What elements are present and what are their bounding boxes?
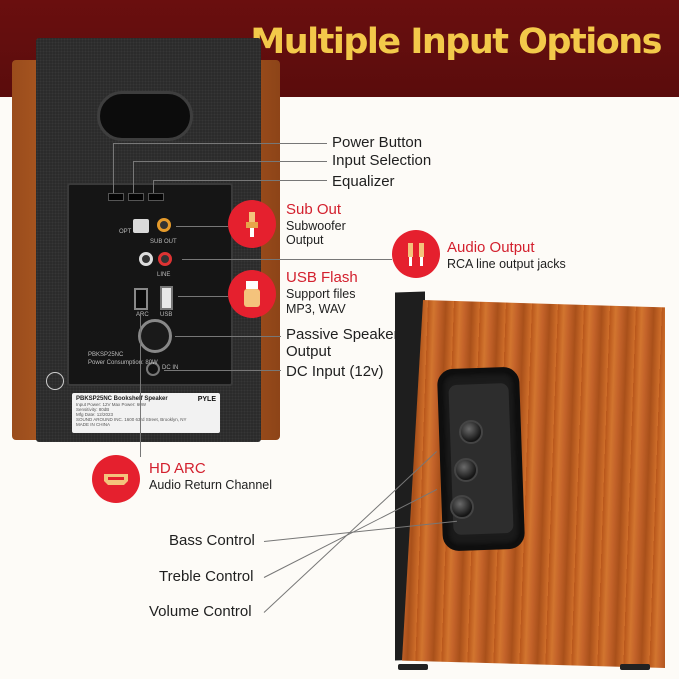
usb-flash-desc-1: Support files <box>286 287 356 301</box>
equalizer-label: Equalizer <box>332 173 395 190</box>
usb-port <box>160 286 173 310</box>
sub-out-jack <box>157 218 171 232</box>
usb-port-label: USB <box>160 312 173 318</box>
input-selection-switch <box>128 193 144 201</box>
volume-knob <box>459 420 483 444</box>
hd-arc-leader <box>140 312 141 457</box>
speaker-foot <box>398 664 428 670</box>
opt-port-label: OPT <box>119 229 132 235</box>
spec-sticker-title: PBKSP25NC Bookshelf Speaker <box>76 396 168 402</box>
arc-port-label: ARC <box>136 312 149 318</box>
equalizer-switch <box>148 193 164 201</box>
audio-output-desc: RCA line output jacks <box>447 257 566 271</box>
dc-in-port-label: DC IN <box>162 365 179 371</box>
bass-reflex-port <box>97 91 193 141</box>
passive-leader <box>175 336 281 337</box>
model-number: PBKSP25NC <box>88 352 124 358</box>
sub-out-desc-2: Output <box>286 233 324 247</box>
hd-arc-desc: Audio Return Channel <box>149 478 272 492</box>
power-button-leader-v <box>113 143 114 193</box>
dc-in-port <box>146 362 160 376</box>
passive-speaker-label-1: Passive Speaker <box>286 326 399 343</box>
treble-control-label: Treble Control <box>159 568 254 585</box>
optical-port <box>133 219 149 233</box>
spec-line: Sensitivity: 80dB <box>76 407 110 412</box>
page-title: Multiple Input Options <box>250 22 662 62</box>
dc-input-label: DC Input (12v) <box>286 363 384 380</box>
hd-arc-title: HD ARC <box>149 460 206 477</box>
rca-red-jack <box>158 252 172 266</box>
treble-knob <box>454 458 478 482</box>
spec-line: Mfg Date: 12/2023 <box>76 412 114 417</box>
usb-drive-icon <box>228 270 276 318</box>
input-selection-leader-v <box>133 161 134 193</box>
usb-leader <box>178 296 228 297</box>
power-button-switch <box>108 193 124 201</box>
hdmi-icon <box>92 455 140 503</box>
rca-plug-icon <box>392 230 440 278</box>
dc-input-leader <box>164 370 281 371</box>
certification-mark <box>46 372 64 390</box>
usb-flash-title: USB Flash <box>286 269 358 286</box>
spec-line: SOUND AROUND INC. 1600 63rd Street, Broo… <box>76 417 187 422</box>
bass-control-label: Bass Control <box>169 532 255 549</box>
volume-control-label: Volume Control <box>149 603 252 620</box>
bass-knob <box>450 495 474 519</box>
speaker-foot <box>620 664 650 670</box>
equalizer-leader <box>153 180 327 181</box>
sub-out-desc-1: Subwoofer <box>286 219 346 233</box>
audio-output-leader <box>182 259 392 260</box>
sub-out-title: Sub Out <box>286 201 342 218</box>
power-consumption: Power Consumption: 80W <box>88 360 158 366</box>
spec-line: MADE IN CHINA <box>76 422 111 427</box>
input-selection-label: Input Selection <box>332 152 432 169</box>
equalizer-leader-v <box>153 180 154 193</box>
spec-line: Input Power: 12V Max Power: 60W <box>76 402 147 407</box>
usb-flash-desc-2: MP3, WAV <box>286 302 346 316</box>
sub-out-leader <box>176 226 228 227</box>
rca-white-jack <box>139 252 153 266</box>
passive-speaker-label-2: Output <box>286 343 332 360</box>
sub-out-port-label: SUB OUT <box>150 239 177 245</box>
input-selection-leader <box>133 161 327 162</box>
subwoofer-plug-icon <box>228 200 276 248</box>
power-button-label: Power Button <box>332 134 423 151</box>
passive-speaker-port <box>138 319 172 353</box>
spec-sticker: PBKSP25NC Bookshelf Speaker PYLE Input P… <box>72 393 220 433</box>
hdmi-arc-port <box>134 288 148 310</box>
line-port-label: LINE <box>157 272 171 278</box>
spec-sticker-brand: PYLE <box>197 396 216 403</box>
power-button-leader <box>113 143 327 144</box>
audio-output-title: Audio Output <box>447 239 535 256</box>
